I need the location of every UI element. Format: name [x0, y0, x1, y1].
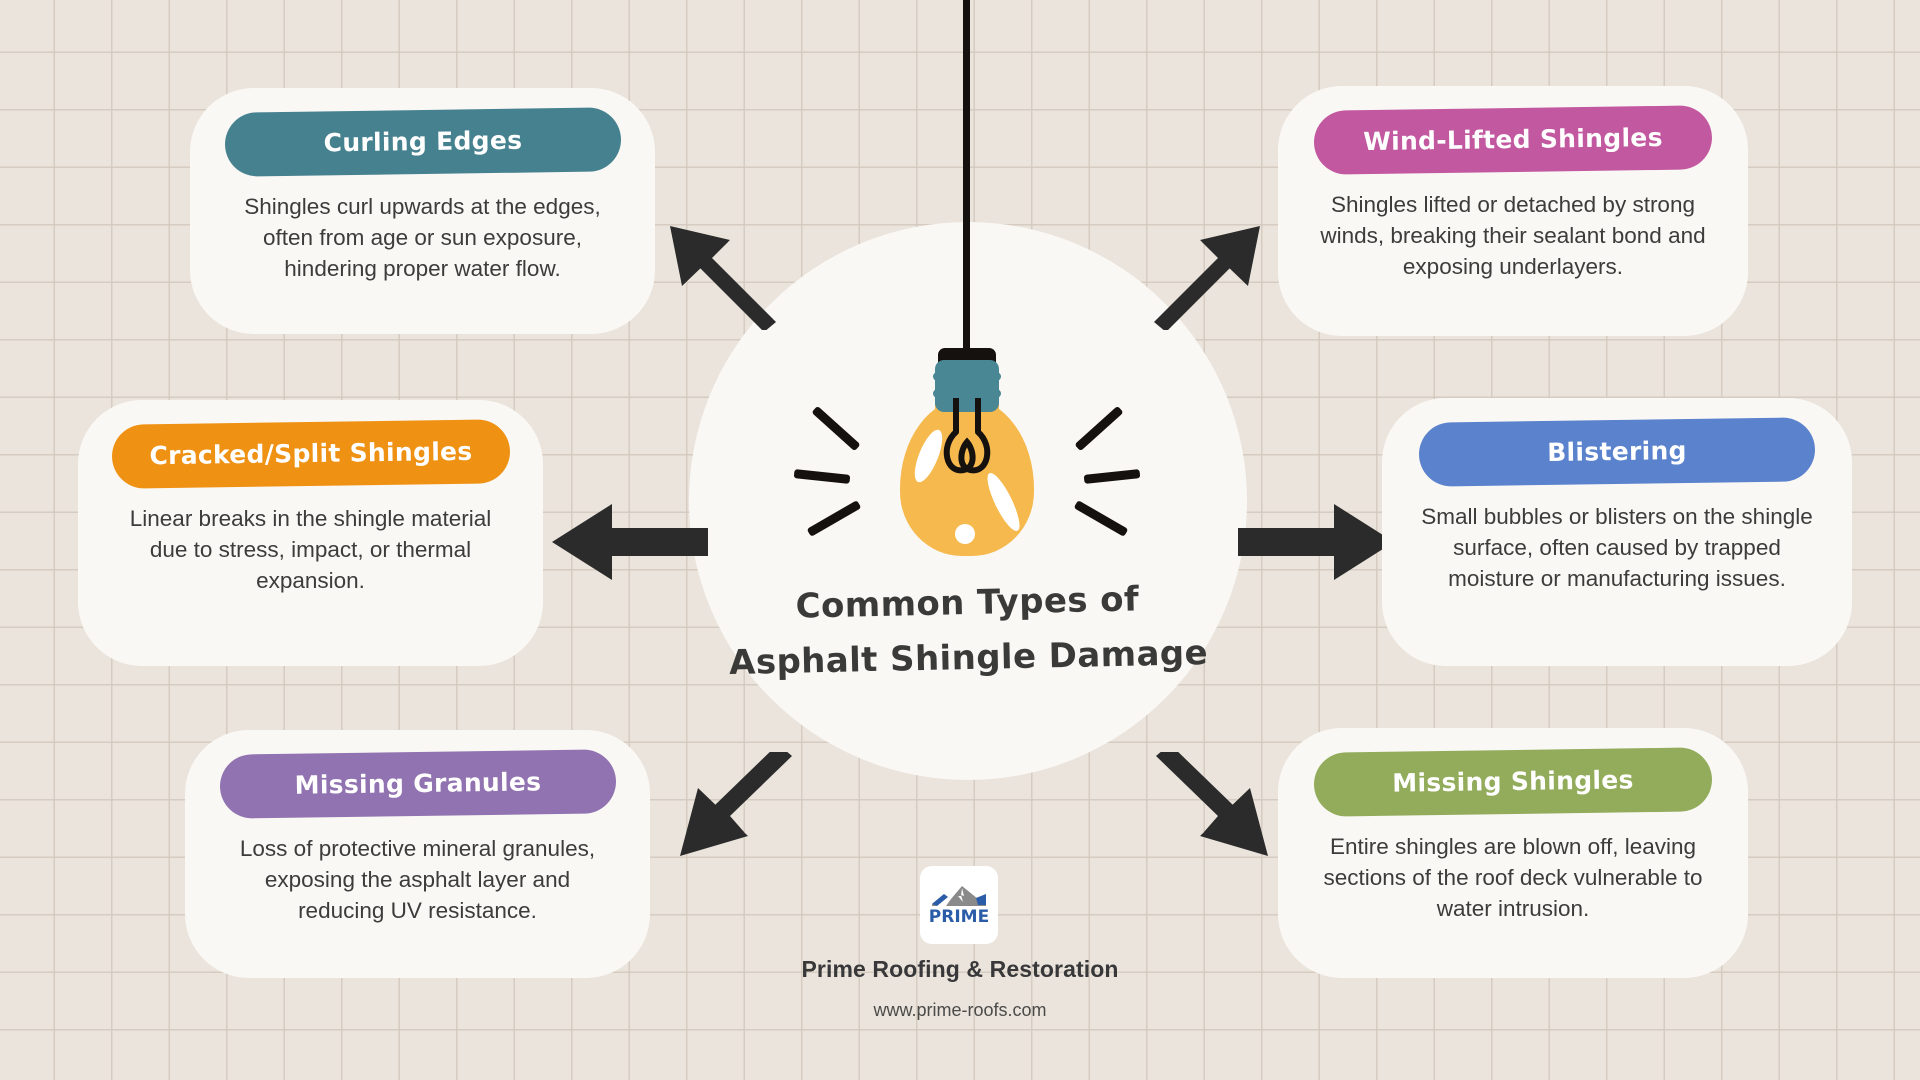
- brand-name: Prime Roofing & Restoration: [801, 956, 1119, 982]
- card-missing-granules-title: Missing Granules: [219, 749, 616, 819]
- card-missing-shingles-description: Entire shingles are blown off, leaving s…: [1323, 834, 1703, 921]
- card-curling-edges[interactable]: Curling Edges Shingles curl upwards at t…: [190, 88, 655, 334]
- card-blistering[interactable]: Blistering Small bubbles or blisters on …: [1382, 398, 1852, 666]
- bulb-highlight-dot: [955, 524, 975, 544]
- card-missing-granules-description: Loss of protective mineral granules, exp…: [239, 836, 596, 923]
- arrow-middle-right: [1238, 504, 1394, 580]
- bulb-socket: [933, 360, 1001, 412]
- arrow-bottom-right: [1156, 752, 1268, 856]
- card-cracked-split-shingles-title: Cracked/Split Shingles: [111, 419, 510, 489]
- card-cracked-split-shingles-description: Linear breaks in the shingle material du…: [129, 506, 492, 593]
- card-wind-lifted-shingles-description: Shingles lifted or detached by strong wi…: [1320, 192, 1706, 279]
- card-wind-lifted-shingles-title: Wind-Lifted Shingles: [1313, 105, 1713, 175]
- card-wind-lifted-shingles[interactable]: Wind-Lifted Shingles Shingles lifted or …: [1278, 86, 1748, 336]
- card-blistering-title: Blistering: [1418, 417, 1816, 487]
- card-curling-edges-title: Curling Edges: [224, 107, 621, 177]
- card-missing-shingles-title: Missing Shingles: [1313, 747, 1713, 817]
- prime-logo: PRIME: [920, 866, 998, 944]
- card-curling-edges-description: Shingles curl upwards at the edges, ofte…: [244, 194, 601, 281]
- center-title: Common Types of Asphalt Shingle Damage: [688, 570, 1248, 692]
- arrow-middle-left: [552, 504, 708, 580]
- prime-logo-icon: PRIME: [929, 886, 989, 927]
- center-title-line1: Common Types of: [795, 579, 1140, 627]
- arrow-top-left: [670, 226, 776, 330]
- card-blistering-description: Small bubbles or blisters on the shingle…: [1421, 504, 1813, 591]
- card-missing-shingles[interactable]: Missing Shingles Entire shingles are blo…: [1278, 728, 1748, 978]
- card-missing-granules[interactable]: Missing Granules Loss of protective mine…: [185, 730, 650, 978]
- center-title-line2: Asphalt Shingle Damage: [728, 633, 1209, 684]
- arrow-top-right: [1154, 226, 1260, 330]
- bulb-filament-icon: [943, 398, 991, 474]
- arrow-bottom-left: [680, 752, 792, 856]
- prime-logo-wordmark: PRIME: [929, 907, 989, 927]
- bulb-cord: [963, 0, 970, 358]
- website-url: www.prime-roofs.com: [873, 1000, 1047, 1020]
- card-cracked-split-shingles[interactable]: Cracked/Split Shingles Linear breaks in …: [78, 400, 543, 666]
